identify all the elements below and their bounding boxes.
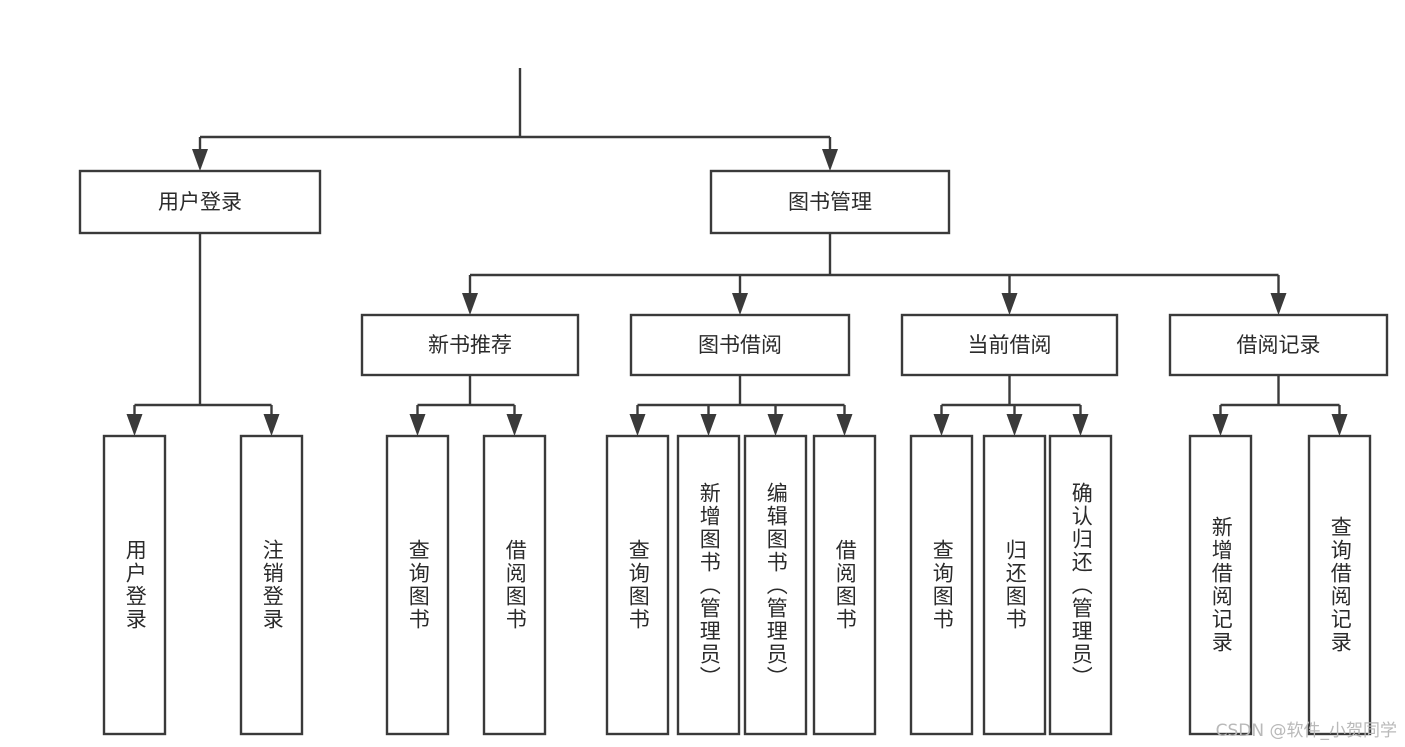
node-leaf-11[interactable] bbox=[1188, 434, 1253, 736]
arrow-head-icon-level3-1 bbox=[732, 293, 748, 315]
node-leaf-5-box bbox=[676, 434, 741, 736]
node-level3-3-label: 借阅记录 bbox=[1237, 333, 1321, 357]
arrow-head-icon-leaf-10 bbox=[1072, 414, 1089, 436]
arrow-head-icon-level2-1 bbox=[822, 149, 838, 171]
node-level3-2-box bbox=[900, 313, 1119, 377]
node-leaf-7[interactable] bbox=[812, 434, 877, 736]
node-level3-0-box bbox=[360, 313, 580, 377]
arrow-head-icon-leaf-11 bbox=[1212, 414, 1229, 436]
node-leaf-3[interactable] bbox=[482, 434, 547, 736]
node-level3-3[interactable]: 借阅记录 bbox=[1168, 313, 1389, 377]
node-leaf-8[interactable] bbox=[909, 434, 974, 736]
node-leaf-5[interactable] bbox=[676, 434, 741, 736]
node-leaf-4-box bbox=[605, 434, 670, 736]
arrow-head-icon-leaf-7 bbox=[836, 414, 853, 436]
arrow-head-icon-leaf-1 bbox=[263, 414, 280, 436]
node-leaf-4[interactable] bbox=[605, 434, 670, 736]
node-level3-2[interactable]: 当前借阅 bbox=[900, 313, 1119, 377]
node-level3-1-label: 图书借阅 bbox=[698, 333, 782, 357]
node-leaf-1[interactable] bbox=[239, 434, 304, 736]
node-level3-0[interactable]: 新书推荐 bbox=[360, 313, 580, 377]
connector-layer bbox=[126, 68, 1348, 436]
node-level2-0[interactable]: 用户登录 bbox=[78, 169, 322, 235]
arrow-head-icon-leaf-2 bbox=[409, 414, 426, 436]
node-level3-3-box bbox=[1168, 313, 1389, 377]
arrow-head-icon-level3-0 bbox=[462, 293, 478, 315]
node-leaf-6[interactable] bbox=[743, 434, 808, 736]
node-level2-0-box bbox=[78, 169, 322, 235]
node-leaf-10[interactable] bbox=[1048, 434, 1113, 736]
node-leaf-10-box bbox=[1048, 434, 1113, 736]
node-level2-1-label: 图书管理 bbox=[788, 190, 872, 214]
node-leaf-2-box bbox=[385, 434, 450, 736]
node-leaf-1-box bbox=[239, 434, 304, 736]
node-leaf-3-box bbox=[482, 434, 547, 736]
node-level3-2-label: 当前借阅 bbox=[968, 333, 1052, 357]
arrow-head-icon-level3-2 bbox=[1001, 293, 1018, 315]
node-leaf-12-box bbox=[1307, 434, 1372, 736]
node-leaf-9-box bbox=[982, 434, 1047, 736]
arrow-head-icon-level2-0 bbox=[192, 149, 208, 171]
arrow-head-icon-leaf-3 bbox=[506, 414, 523, 436]
node-level3-1[interactable]: 图书借阅 bbox=[629, 313, 851, 377]
arrow-head-icon-leaf-12 bbox=[1331, 414, 1348, 436]
node-leaf-2[interactable] bbox=[385, 434, 450, 736]
node-leaf-0[interactable] bbox=[102, 434, 167, 736]
arrow-head-icon-level3-3 bbox=[1270, 293, 1287, 315]
node-leaf-11-box bbox=[1188, 434, 1253, 736]
node-level3-1-box bbox=[629, 313, 851, 377]
node-level2-1-box bbox=[709, 169, 951, 235]
arrow-head-icon-leaf-0 bbox=[126, 414, 143, 436]
node-leaf-9[interactable] bbox=[982, 434, 1047, 736]
arrow-head-icon-leaf-4 bbox=[629, 414, 646, 436]
arrow-head-icon-leaf-9 bbox=[1006, 414, 1023, 436]
arrow-head-icon-leaf-5 bbox=[700, 414, 717, 436]
node-leaf-12[interactable] bbox=[1307, 434, 1372, 736]
node-level2-1[interactable]: 图书管理 bbox=[709, 169, 951, 235]
node-level3-0-label: 新书推荐 bbox=[428, 333, 512, 357]
arrow-head-icon-leaf-8 bbox=[933, 414, 950, 436]
node-leaf-7-box bbox=[812, 434, 877, 736]
node-leaf-8-box bbox=[909, 434, 974, 736]
arrow-head-icon-leaf-6 bbox=[767, 414, 784, 436]
node-level2-0-label: 用户登录 bbox=[158, 190, 242, 214]
node-leaf-0-box bbox=[102, 434, 167, 736]
node-leaf-6-box bbox=[743, 434, 808, 736]
